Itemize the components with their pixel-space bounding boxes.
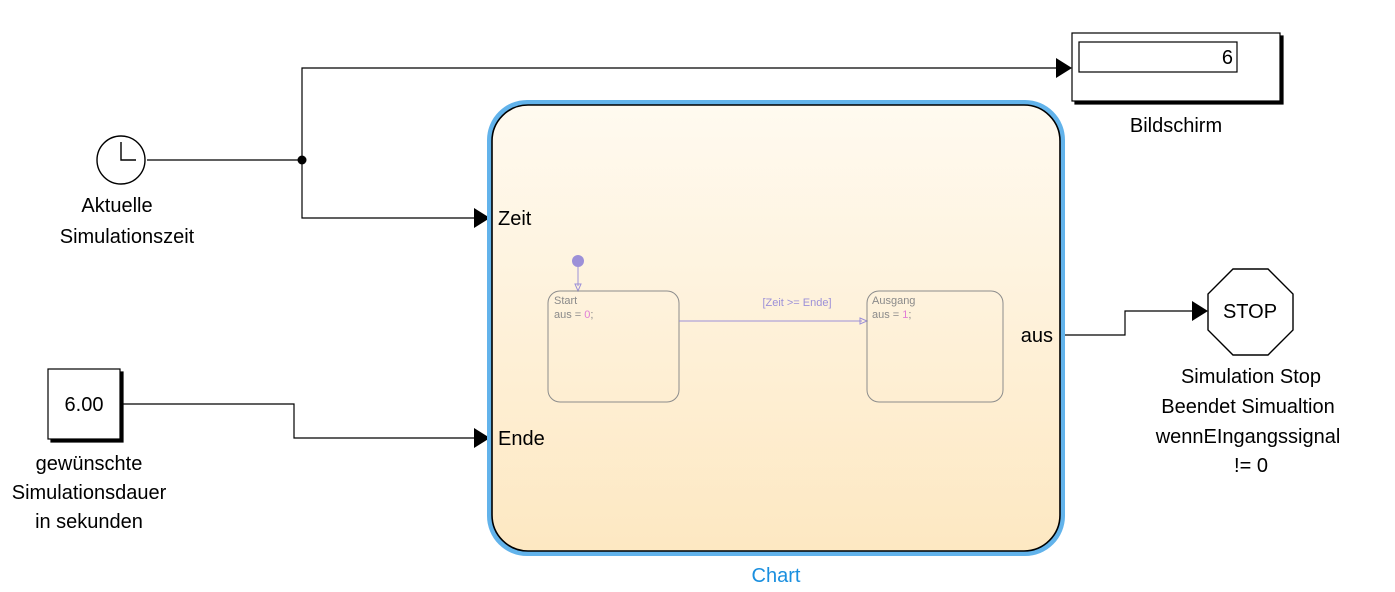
chart-label: Chart — [752, 565, 801, 587]
stop-block[interactable]: STOP Simulation Stop Beendet Simualtion … — [1155, 268, 1341, 477]
state-start-action-suffix: ; — [590, 309, 593, 321]
arrow-zeit-input — [474, 208, 490, 228]
stop-octagon-icon[interactable] — [1207, 268, 1294, 356]
transition-arrow — [859, 317, 869, 325]
display-readout-field — [1078, 41, 1238, 73]
default-transition-arrow — [574, 283, 582, 293]
stop-label-line2: Beendet Simualtion — [1161, 396, 1334, 418]
clock-block[interactable]: Aktuelle Simulationszeit — [60, 135, 195, 248]
stop-label-line3: wennEIngangssignal — [1155, 426, 1341, 448]
chart-outport-aus: aus — [1021, 325, 1053, 347]
constant-label-line3: in sekunden — [35, 511, 143, 533]
default-transition-dot — [572, 255, 584, 267]
arrowheads — [474, 58, 1208, 448]
constant-block[interactable]: 6.00 gewünschte Simulationsdauer in seku… — [12, 368, 167, 533]
signal-branch-to-zeit[interactable] — [301, 160, 475, 219]
transition-condition: [Zeit >= Ende] — [762, 297, 831, 309]
clock-hands — [120, 142, 136, 161]
clock-label-line2: Simulationszeit — [60, 226, 195, 248]
chart-box[interactable] — [491, 104, 1061, 552]
signal-branch-to-display[interactable] — [301, 67, 1057, 160]
clock-label-line1: Aktuelle — [81, 195, 152, 217]
stop-text: STOP — [1223, 301, 1277, 323]
arrow-display-input — [1056, 58, 1072, 78]
stop-label-line4: != 0 — [1234, 455, 1268, 477]
display-label: Bildschirm — [1130, 115, 1222, 137]
state-ausgang-name: Ausgang — [872, 295, 915, 307]
state-ausgang-action-suffix: ; — [908, 309, 911, 321]
state-ausgang-action-prefix: aus = — [872, 309, 902, 321]
state-ausgang-action-value: 1 — [902, 309, 908, 321]
branch-point — [297, 155, 307, 165]
chart-inport-zeit: Zeit — [498, 208, 532, 230]
state-start-action-prefix: aus = — [554, 309, 584, 321]
chart-inport-ende: Ende — [498, 428, 545, 450]
signal-constant-to-ende[interactable] — [123, 403, 475, 439]
state-start-action: aus = 0; — [554, 309, 593, 321]
chart-block[interactable]: Zeit Ende aus Start aus = 0; [Zeit >= En… — [487, 100, 1065, 587]
state-start[interactable] — [547, 290, 680, 403]
constant-box[interactable] — [47, 368, 121, 440]
constant-label-line2: Simulationsdauer — [12, 482, 167, 504]
state-ausgang[interactable] — [866, 290, 1004, 403]
state-start-action-value: 0 — [584, 309, 590, 321]
state-ausgang-action: aus = 1; — [872, 309, 911, 321]
constant-label-line1: gewünschte — [36, 453, 143, 475]
stop-label-line1: Simulation Stop — [1181, 366, 1321, 388]
arrow-ende-input — [474, 428, 490, 448]
state-start-name: Start — [554, 295, 577, 307]
signal-lines — [123, 67, 1193, 439]
arrow-stop-input — [1192, 301, 1208, 321]
display-value: 6 — [1222, 47, 1233, 69]
constant-value: 6.00 — [65, 394, 104, 416]
display-block[interactable]: 6 Bildschirm — [1071, 32, 1281, 137]
signal-aus-to-stop[interactable] — [1063, 310, 1193, 336]
